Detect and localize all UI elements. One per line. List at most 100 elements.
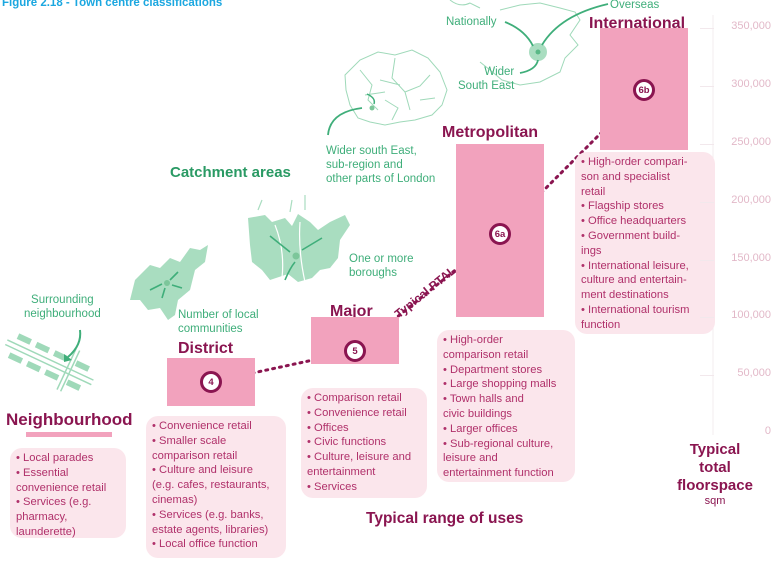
nationally-label: Nationally [446,16,497,28]
use-line: • High-order [443,334,503,346]
use-line: convenience retail [16,481,107,494]
y-tick-mark [700,201,714,203]
y-tick-mark [700,317,714,319]
use-line: • Essential [16,466,69,479]
tier-name-major: Major [330,303,373,320]
y-tick-mark [700,375,714,377]
boroughs-map-icon [248,214,350,282]
label-line: boroughs [349,267,397,279]
south-east-arrow-icon [519,59,539,74]
use-line: leisure and [443,452,498,465]
nationally-arrow-icon [504,21,534,47]
label-line: Surrounding [31,294,94,306]
x-axis-label: Typical range of uses [366,510,524,527]
use-line: • International leisure, [581,259,689,272]
use-line: • Smaller scale [152,434,227,447]
y-tick-label: 250,000 [731,136,771,148]
y-axis-label-line: floorspace [677,477,753,494]
use-line: • International tourism [581,303,690,316]
ptal-marker-metropolitan: 6a [489,223,511,245]
y-axis-label-line: Typical [689,441,741,458]
use-line: civic buildings [443,407,513,420]
surrounding-arrow-icon [67,329,82,358]
y-axis-unit: sqm [704,495,726,507]
label-line: Number of local [178,309,259,321]
y-tick-label: 200,000 [731,193,771,206]
use-line: • Office headquarters [581,215,687,228]
tier-name-neighbourhood: Neighbourhood [6,410,133,429]
y-axis-label: Typical total floorspace sqm [660,441,770,508]
label-line: South East [458,80,515,92]
boroughs-label: One or more boroughs [349,252,414,280]
ptal-line [209,88,646,384]
y-axis-label-line: total [699,459,731,476]
tier-name-metropolitan: Metropolitan [442,124,538,141]
uses-box-metropolitan: • High-order comparison retail • Departm… [437,330,575,482]
use-line: • Services [307,480,357,493]
wider-london-label: Wider south East, sub-region and other p… [326,144,435,186]
uses-box-international: • High-order compari- son and specialist… [575,152,715,334]
y-tick-label: 300,000 [731,78,771,91]
use-line: • Flagship stores [581,200,664,213]
neighbourhood-bar [26,432,112,437]
use-line: comparison retail [443,348,529,361]
use-line: comparison retail [152,449,238,462]
neighbourhood-street-icon [4,333,94,392]
use-line: • Services (e.g. banks, [152,508,264,521]
use-line: • Civic functions [307,436,387,449]
label-line: Wider south East, [326,145,417,157]
use-line: • Town halls and [443,393,524,406]
y-tick-mark [700,259,714,261]
use-line: ings [581,244,602,257]
figure-title: Figure 2.18 - Town centre classification… [2,0,223,9]
label-line: other parts of London [326,173,436,185]
use-line: launderette) [16,525,76,538]
use-line: pharmacy, [16,511,68,524]
y-tick-mark [700,144,714,145]
ptal-marker-major: 5 [344,340,366,362]
use-line: entertainment [307,465,376,478]
surrounding-label: Surrounding neighbourhood [24,293,101,321]
catchment-heading: Catchment areas [170,164,291,181]
use-line: • Convenience retail [307,406,407,419]
y-tick-label: 350,000 [731,20,771,33]
label-line: communities [178,323,243,335]
use-line: • Offices [307,421,349,434]
ptal-marker-district: 4 [200,371,222,393]
y-tick-label: 0 [764,425,771,437]
use-line: estate agents, libraries) [152,523,269,536]
use-line: • Services (e.g. [16,496,92,509]
tier-name-international: International [589,15,686,32]
london-map-icon [344,49,448,126]
label-line: sub-region and [326,159,403,171]
use-line: • High-order compari- [581,156,688,168]
england-map-icon [449,0,581,86]
use-line: (e.g. cafes, restaurants, [152,479,270,492]
y-tick-mark [700,86,714,88]
use-line: • Sub-regional culture, [443,437,554,450]
use-line: cinemas) [152,493,198,506]
use-line: retail [581,185,606,198]
label-line: neighbourhood [24,308,101,320]
wider-london-arrow-icon [327,107,363,136]
use-line: • Local office function [152,538,258,551]
overseas-arrow-icon [541,3,609,46]
use-line: • Convenience retail [152,420,252,432]
overseas-label: Overseas [610,0,660,11]
y-tick-label: 150,000 [731,251,771,264]
use-line: • Local parades [16,452,94,464]
label-line: One or more [349,253,414,265]
use-line: son and specialist [581,170,670,183]
y-tick-label: 100,000 [731,309,771,322]
use-line: • Culture and leisure [152,464,253,477]
wider-south-east-label: Wider South East [458,65,514,93]
y-tick-mark [700,28,714,30]
y-tick-label: 50,000 [737,367,771,380]
uses-box-neighbourhood: • Local parades • Essential convenience … [10,448,126,538]
use-line: • Government build- [581,229,681,242]
local-communities-label: Number of local communities [178,308,259,336]
label-line: Wider [484,66,515,78]
use-line: • Culture, leisure and [307,451,412,464]
use-line: culture and entertain- [581,274,687,287]
